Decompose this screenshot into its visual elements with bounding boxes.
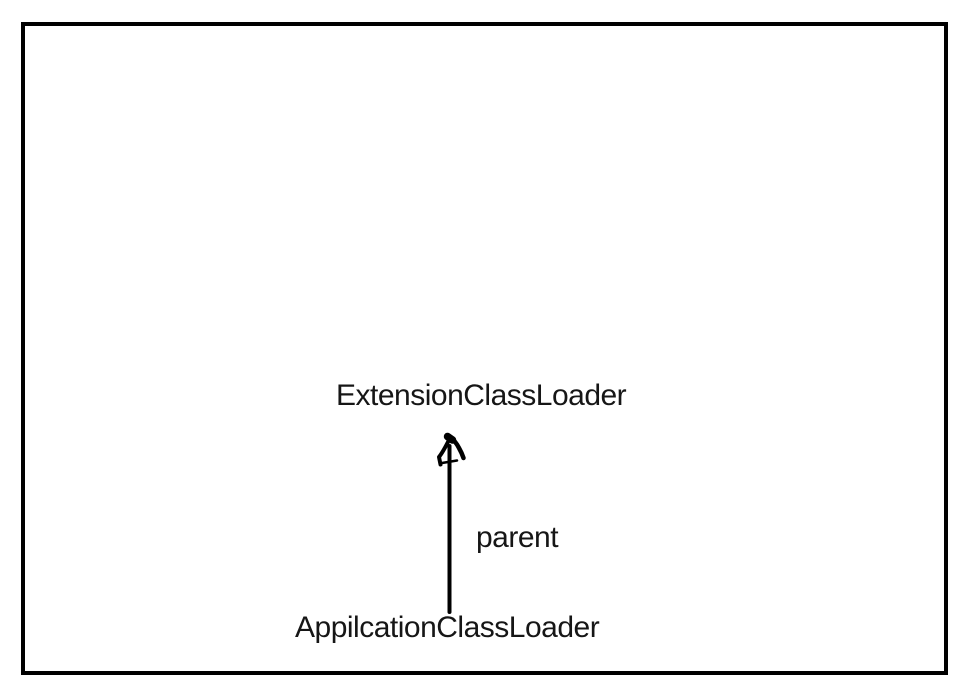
edge-label-parent: parent xyxy=(476,521,559,554)
diagram-border xyxy=(21,22,948,675)
node-application-classloader: AppilcationClassLoader xyxy=(295,611,600,644)
node-extension-classloader: ExtensionClassLoader xyxy=(336,379,627,412)
